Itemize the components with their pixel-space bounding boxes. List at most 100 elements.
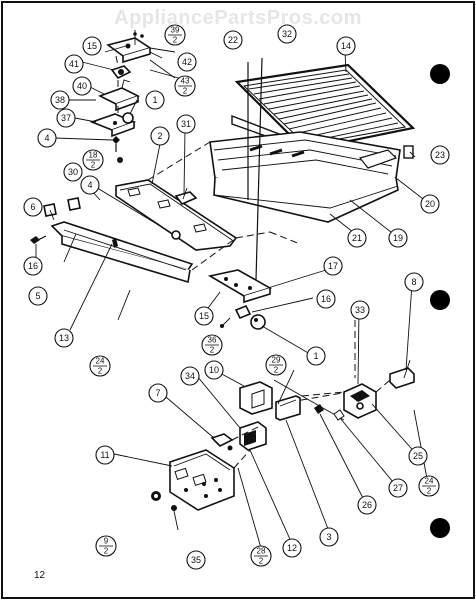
svg-text:13: 13 [59, 333, 69, 343]
svg-text:39: 39 [171, 26, 180, 35]
callout-9-fraction: 92 [95, 535, 117, 557]
svg-text:40: 40 [77, 81, 87, 91]
binder-hole-bottom [430, 518, 450, 538]
callout-15-top: 15 [82, 36, 102, 56]
trim-strip [50, 221, 194, 284]
callout-4-top: 4 [37, 128, 57, 148]
svg-text:2: 2 [183, 87, 188, 96]
callout-7: 7 [148, 383, 168, 403]
control-housing-assembly [151, 381, 301, 531]
callout-24-right-fraction: 242 [418, 475, 440, 497]
callout-28-fraction: 282 [250, 545, 272, 567]
callout-16-right: 16 [316, 289, 336, 309]
svg-text:37: 37 [61, 113, 71, 123]
callout-30: 30 [63, 162, 83, 182]
callout-36-fraction: 362 [201, 334, 223, 356]
callout-33: 33 [350, 300, 370, 320]
svg-text:33: 33 [355, 305, 365, 315]
callout-40: 40 [72, 76, 92, 96]
svg-text:4: 4 [87, 180, 92, 190]
callout-34: 34 [180, 366, 200, 386]
svg-text:20: 20 [425, 199, 435, 209]
callout-39-fraction: 392 [164, 24, 186, 46]
callout-16-left: 16 [23, 256, 43, 276]
callout-24-left-fraction: 242 [89, 355, 111, 377]
callout-13: 13 [54, 328, 74, 348]
callout-38: 38 [50, 90, 70, 110]
svg-text:2: 2 [274, 366, 279, 375]
callout-32: 32 [277, 24, 297, 44]
callout-8: 8 [404, 272, 424, 292]
callout-4-mid: 4 [80, 175, 100, 195]
svg-text:28: 28 [257, 547, 266, 556]
svg-text:5: 5 [35, 291, 40, 301]
callout-36-top-fraction: 182 [82, 149, 104, 171]
svg-text:11: 11 [100, 450, 109, 460]
svg-text:7: 7 [155, 388, 160, 398]
callout-10: 10 [204, 360, 224, 380]
callout-3: 3 [319, 527, 339, 547]
part-23-clip [403, 145, 414, 159]
callout-37: 37 [56, 108, 76, 128]
callout-1-bottom: 1 [306, 346, 326, 366]
callout-14: 14 [336, 36, 356, 56]
part-18-screw [30, 236, 40, 244]
svg-text:6: 6 [30, 202, 35, 212]
svg-text:2: 2 [427, 487, 432, 496]
part-18-shank [37, 235, 47, 241]
svg-text:34: 34 [185, 371, 195, 381]
svg-text:2: 2 [173, 36, 178, 45]
lower-light-bracket [207, 269, 273, 330]
callout-12: 12 [282, 538, 302, 558]
evaporator-cover-assembly [209, 131, 401, 223]
callout-17: 17 [323, 256, 343, 276]
svg-text:18: 18 [89, 151, 98, 160]
svg-text:19: 19 [393, 233, 403, 243]
svg-text:2: 2 [91, 161, 96, 170]
svg-text:10: 10 [209, 365, 219, 375]
control-bracket-assembly [89, 30, 176, 163]
svg-text:3: 3 [326, 532, 331, 542]
svg-text:27: 27 [393, 483, 403, 493]
callout-21: 21 [347, 228, 367, 248]
svg-text:2: 2 [98, 367, 103, 376]
svg-text:4: 4 [44, 133, 49, 143]
callout-2: 2 [150, 126, 170, 146]
svg-text:36: 36 [208, 336, 217, 345]
binder-hole-middle [430, 290, 450, 310]
callout-25: 25 [408, 446, 428, 466]
part-6-bracket [43, 203, 57, 221]
svg-text:25: 25 [413, 451, 423, 461]
svg-text:35: 35 [191, 555, 201, 565]
callout-11: 11 [95, 445, 115, 465]
callout-22: 22 [223, 30, 243, 50]
callout-1-top: 1 [145, 90, 165, 110]
svg-text:2: 2 [259, 557, 264, 566]
svg-text:38: 38 [55, 95, 65, 105]
callout-43-fraction: 432 [174, 75, 196, 97]
svg-text:16: 16 [321, 294, 331, 304]
callout-6: 6 [23, 197, 43, 217]
callout-20: 20 [420, 194, 440, 214]
page-number: 12 [34, 570, 46, 581]
svg-text:26: 26 [362, 500, 372, 510]
callout-42: 42 [177, 52, 197, 72]
svg-text:32: 32 [282, 29, 292, 39]
svg-text:1: 1 [313, 351, 318, 361]
svg-text:2: 2 [157, 131, 162, 141]
callout-41: 41 [64, 54, 84, 74]
callout-23: 23 [430, 145, 450, 165]
svg-text:2: 2 [210, 346, 215, 355]
svg-text:24: 24 [425, 477, 434, 486]
callout-26: 26 [357, 495, 377, 515]
svg-text:17: 17 [328, 261, 338, 271]
svg-text:12: 12 [287, 543, 297, 553]
svg-text:9: 9 [104, 537, 109, 546]
svg-text:1: 1 [152, 95, 157, 105]
right-control-assembly [301, 359, 415, 421]
callout-19: 19 [388, 228, 408, 248]
svg-text:24: 24 [96, 357, 105, 366]
